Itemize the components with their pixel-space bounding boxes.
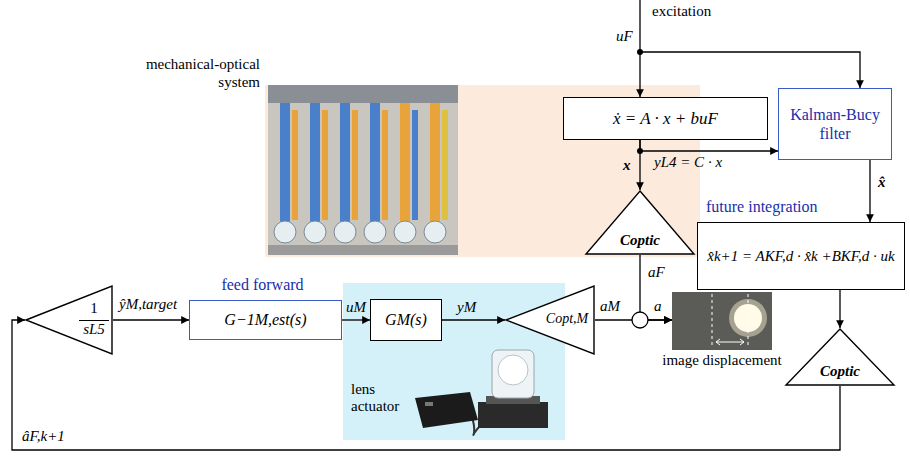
block-heading: feed forward [190, 276, 335, 294]
signal-label: ŷM,target [117, 296, 179, 313]
signal-label: aF [646, 264, 667, 281]
signal-label: x [621, 157, 633, 174]
signal-name: a [652, 298, 664, 315]
signal-line [113, 319, 189, 320]
signal-label: yM [455, 299, 478, 316]
signal-name: uF [614, 28, 635, 45]
signal-label: yL4 = C · x [652, 154, 724, 171]
excitation-wire [639, 0, 640, 97]
signal-label: uM [344, 299, 368, 316]
signal-line [839, 290, 840, 328]
camera-image: image displacement [672, 292, 772, 350]
triangle-outline [786, 329, 894, 385]
plant-block: GM(s) [370, 299, 442, 341]
predictor-block: future integrationx̂k+1 = AKF,d · x̂k +B… [697, 222, 905, 290]
gain-triangle: Coptic [785, 328, 895, 386]
signal-label: aM [598, 298, 622, 315]
block-label: Kalman-Bucy filter [785, 105, 885, 143]
gain-label: Coptic [805, 363, 875, 380]
block-label: x̂k+1 = AKF,d · x̂k +BKF,d · uk [707, 246, 894, 266]
triangle-outline [506, 286, 594, 354]
signal-line [640, 140, 778, 151]
feedforward-block: feed forwardG−1M,est(s) [189, 300, 342, 340]
signal-line [869, 160, 870, 222]
block-heading: future integration [706, 198, 886, 216]
actuator-region: lens actuator GM(s) [343, 283, 565, 440]
image-caption: image displacement [662, 352, 782, 369]
triangle-outline [586, 191, 694, 254]
gain-triangle: Coptic [585, 190, 695, 255]
junction-dot [637, 49, 643, 55]
region-fill [343, 283, 565, 440]
filter-block: Kalman-Bucy filter [778, 88, 892, 160]
gain-triangle: Copt,M [505, 285, 595, 355]
signal-label: x̂ [876, 174, 888, 191]
region-heading: mechanical-optical system [128, 55, 260, 91]
block-label: ẋ = A · x + buF [613, 109, 718, 129]
gain-label: Coptic [605, 232, 675, 249]
state-space-block: ẋ = A · x + buF [563, 97, 768, 140]
integrator-triangle: 1sL5 [25, 285, 113, 355]
signal-label: âF,k+1 [20, 428, 67, 445]
junction-dot [637, 148, 643, 154]
sum-junction [632, 312, 648, 328]
fraction-numerator: 1 [79, 300, 109, 317]
block-label: G−1M,est(s) [224, 311, 306, 329]
signal-line [640, 255, 672, 320]
region-heading: lens actuator [351, 381, 413, 415]
excitation-wire [640, 52, 860, 88]
signal-line [442, 319, 505, 320]
triangle-outline [26, 286, 112, 354]
block-label: GM(s) [385, 311, 427, 329]
fraction-denominator: sL5 [79, 320, 109, 338]
signal-name: excitation [650, 3, 713, 20]
system-photo [268, 85, 458, 255]
signal-line [342, 319, 370, 320]
camera-photo [672, 292, 772, 350]
actuator-photo [415, 350, 548, 435]
gain-label: Copt,M [541, 311, 593, 327]
